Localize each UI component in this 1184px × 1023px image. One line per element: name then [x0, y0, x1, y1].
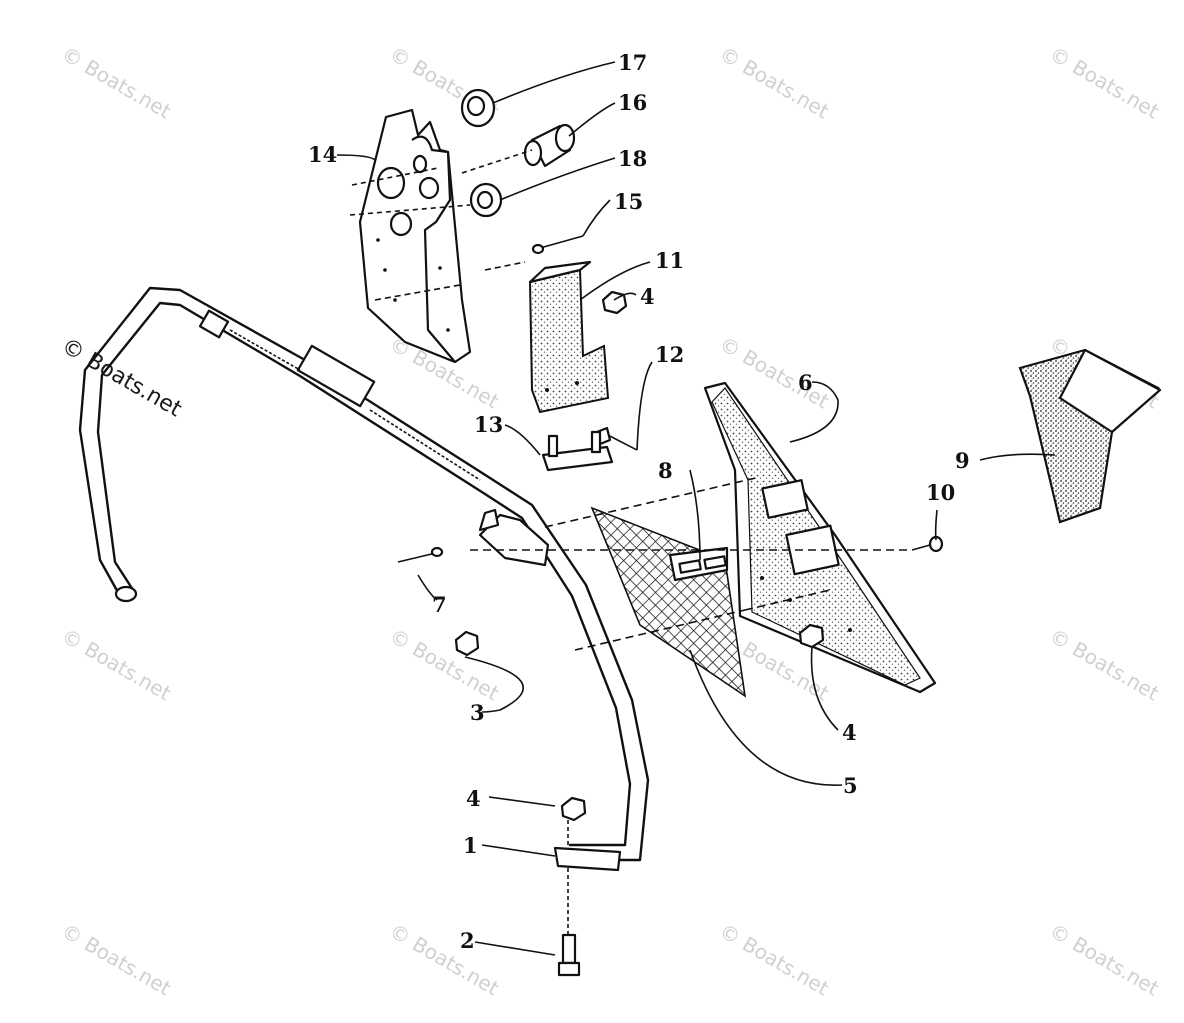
- watermark: © Boats.net: [58, 42, 176, 124]
- callout-13: 13: [474, 412, 503, 437]
- callout-17: 17: [618, 50, 647, 75]
- callout-6: 6: [798, 370, 813, 395]
- callout-labels: 17 16 14 18 15 11 4 12 13 6 9 10 8 7 3 4…: [308, 50, 970, 953]
- part-10-bolt: [911, 535, 944, 553]
- part-7-pin: [397, 546, 444, 563]
- watermark: © Boats.net: [58, 919, 176, 1001]
- part-15-pin: [531, 235, 584, 255]
- callout-9: 9: [955, 448, 970, 473]
- part-4-nut-lower: [560, 796, 587, 822]
- callout-2: 2: [460, 928, 475, 953]
- callout-10: 10: [926, 480, 955, 505]
- leader-lines: [336, 61, 1056, 956]
- callout-11: 11: [655, 248, 684, 273]
- part-18-bushing: [469, 182, 503, 218]
- part-9-foam-block: [1018, 348, 1162, 524]
- callout-4-lower: 4: [466, 786, 481, 811]
- part-14-bracket-plate: [358, 108, 472, 364]
- watermark: © Boats.net: [716, 42, 834, 124]
- callout-5: 5: [843, 773, 858, 798]
- part-5-mesh-panel: [590, 506, 747, 698]
- part-16-bearing: [523, 123, 576, 168]
- clevis-bracket: [478, 508, 550, 567]
- callout-4-top: 4: [640, 284, 655, 309]
- part-2-bolt: [557, 933, 581, 977]
- part-3-nut: [454, 630, 480, 657]
- part-8-stud-plate: [668, 546, 729, 582]
- watermark: © Boats.net: [58, 624, 176, 706]
- callout-12: 12: [655, 342, 684, 367]
- watermark: © Boats.net: [386, 624, 504, 706]
- part-11-l-bracket: [528, 260, 610, 414]
- part-17-bushing: [460, 88, 496, 128]
- callout-18: 18: [618, 146, 647, 171]
- part-6-side-panel: [703, 381, 937, 694]
- watermark: © Boats.net: [1046, 42, 1164, 124]
- callout-15: 15: [614, 189, 643, 214]
- callout-3: 3: [470, 700, 485, 725]
- watermark: © Boats.net: [716, 919, 834, 1001]
- callout-7: 7: [432, 592, 447, 617]
- callout-1: 1: [463, 833, 478, 858]
- part-1-clamp: [553, 846, 622, 872]
- callout-4-right: 4: [842, 720, 857, 745]
- handle-bar-tube: [78, 286, 650, 862]
- callout-14: 14: [308, 142, 337, 167]
- callout-16: 16: [618, 90, 647, 115]
- watermark-main: © Boats.net: [57, 334, 186, 423]
- watermark: © Boats.net: [386, 919, 504, 1001]
- callout-8: 8: [658, 458, 673, 483]
- watermark: © Boats.net: [1046, 624, 1164, 706]
- watermark: © Boats.net: [1046, 919, 1164, 1001]
- part-13-stud-plate: [541, 430, 614, 472]
- part-4-nut-right: [798, 623, 825, 649]
